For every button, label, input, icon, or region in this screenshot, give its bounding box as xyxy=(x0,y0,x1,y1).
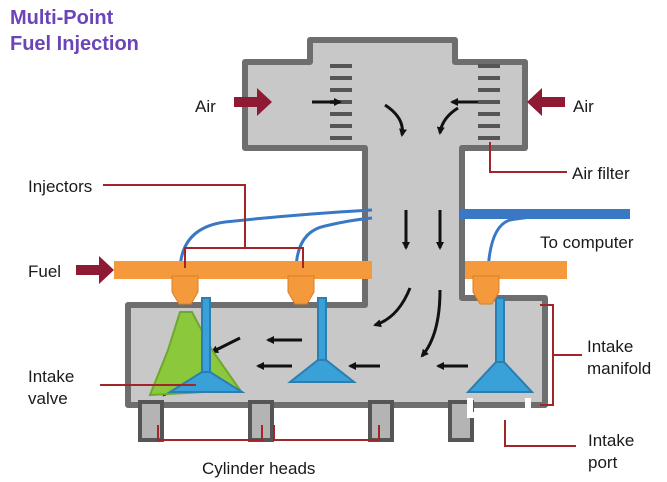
intake-valves xyxy=(166,297,535,393)
fuel-label: Fuel xyxy=(28,262,61,281)
title-line-2: Fuel Injection xyxy=(10,33,139,55)
fuel-rail xyxy=(114,261,567,279)
intake-valve-label-2: valve xyxy=(28,389,68,408)
air-filter-right xyxy=(478,64,500,140)
to-computer-label: To computer xyxy=(540,233,634,252)
title-line-1: Multi-Point xyxy=(10,7,114,29)
intake-port-opening xyxy=(467,398,531,418)
cylinder-heads-label: Cylinder heads xyxy=(202,459,315,478)
air-left-label: Air xyxy=(195,97,216,116)
intake-port-label-1: Intake xyxy=(588,431,634,450)
intake-port-label-2: port xyxy=(588,453,618,472)
injectors xyxy=(171,275,500,305)
air-right-label: Air xyxy=(573,97,594,116)
injectors-label: Injectors xyxy=(28,177,92,196)
inbound-arrows xyxy=(76,88,565,284)
air-flow-arrows xyxy=(162,98,478,397)
air-filter-label: Air filter xyxy=(572,164,630,183)
intake-manifold-label-1: Intake xyxy=(587,337,633,356)
intake-manifold-label-2: manifold xyxy=(587,359,651,378)
to-computer-bus xyxy=(460,209,630,219)
intake-valve-label-1: Intake xyxy=(28,367,74,386)
callout-lines xyxy=(100,142,582,447)
